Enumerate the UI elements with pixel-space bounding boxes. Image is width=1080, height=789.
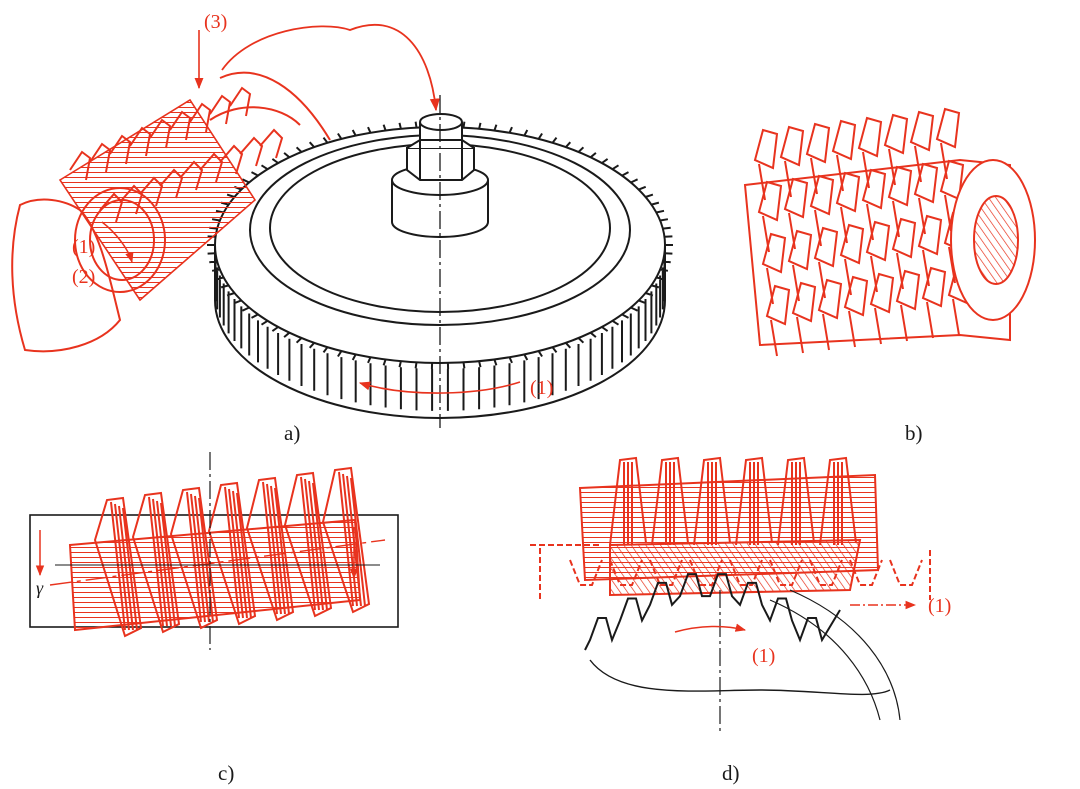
caption-b: b) xyxy=(905,421,923,445)
label-a-table: (1) xyxy=(530,377,553,399)
panel-b-hob-detail: b) xyxy=(743,107,1036,445)
hob-cutter xyxy=(11,23,440,353)
label-gamma: γ xyxy=(36,578,44,598)
caption-c: c) xyxy=(218,761,234,785)
gear-d-rotation-arrow xyxy=(674,623,747,633)
hob-rack-section xyxy=(530,456,931,610)
panel-d-rack-mesh: (1) (1) d) xyxy=(530,456,951,785)
label-d-rack: (1) xyxy=(928,595,951,617)
label-d-gear: (1) xyxy=(752,645,775,667)
worm-thread xyxy=(49,466,386,638)
gear-teeth xyxy=(207,121,673,411)
hob-teeth xyxy=(753,107,973,357)
label-a-1: (1) xyxy=(72,236,95,258)
label-a-3: (3) xyxy=(204,11,227,33)
table-rotation-arrow xyxy=(358,381,521,394)
label-a-2: (2) xyxy=(72,266,95,288)
hob-body xyxy=(743,158,1011,347)
caption-a: a) xyxy=(284,421,300,445)
workpiece-gear-d xyxy=(584,573,901,721)
panel-c-worm: γ c) xyxy=(29,452,399,785)
hob-bore-inner xyxy=(973,195,1019,285)
panel-a-hobbing-setup: (3) (1) (2) (1) a) xyxy=(11,11,673,445)
caption-d: d) xyxy=(722,761,740,785)
